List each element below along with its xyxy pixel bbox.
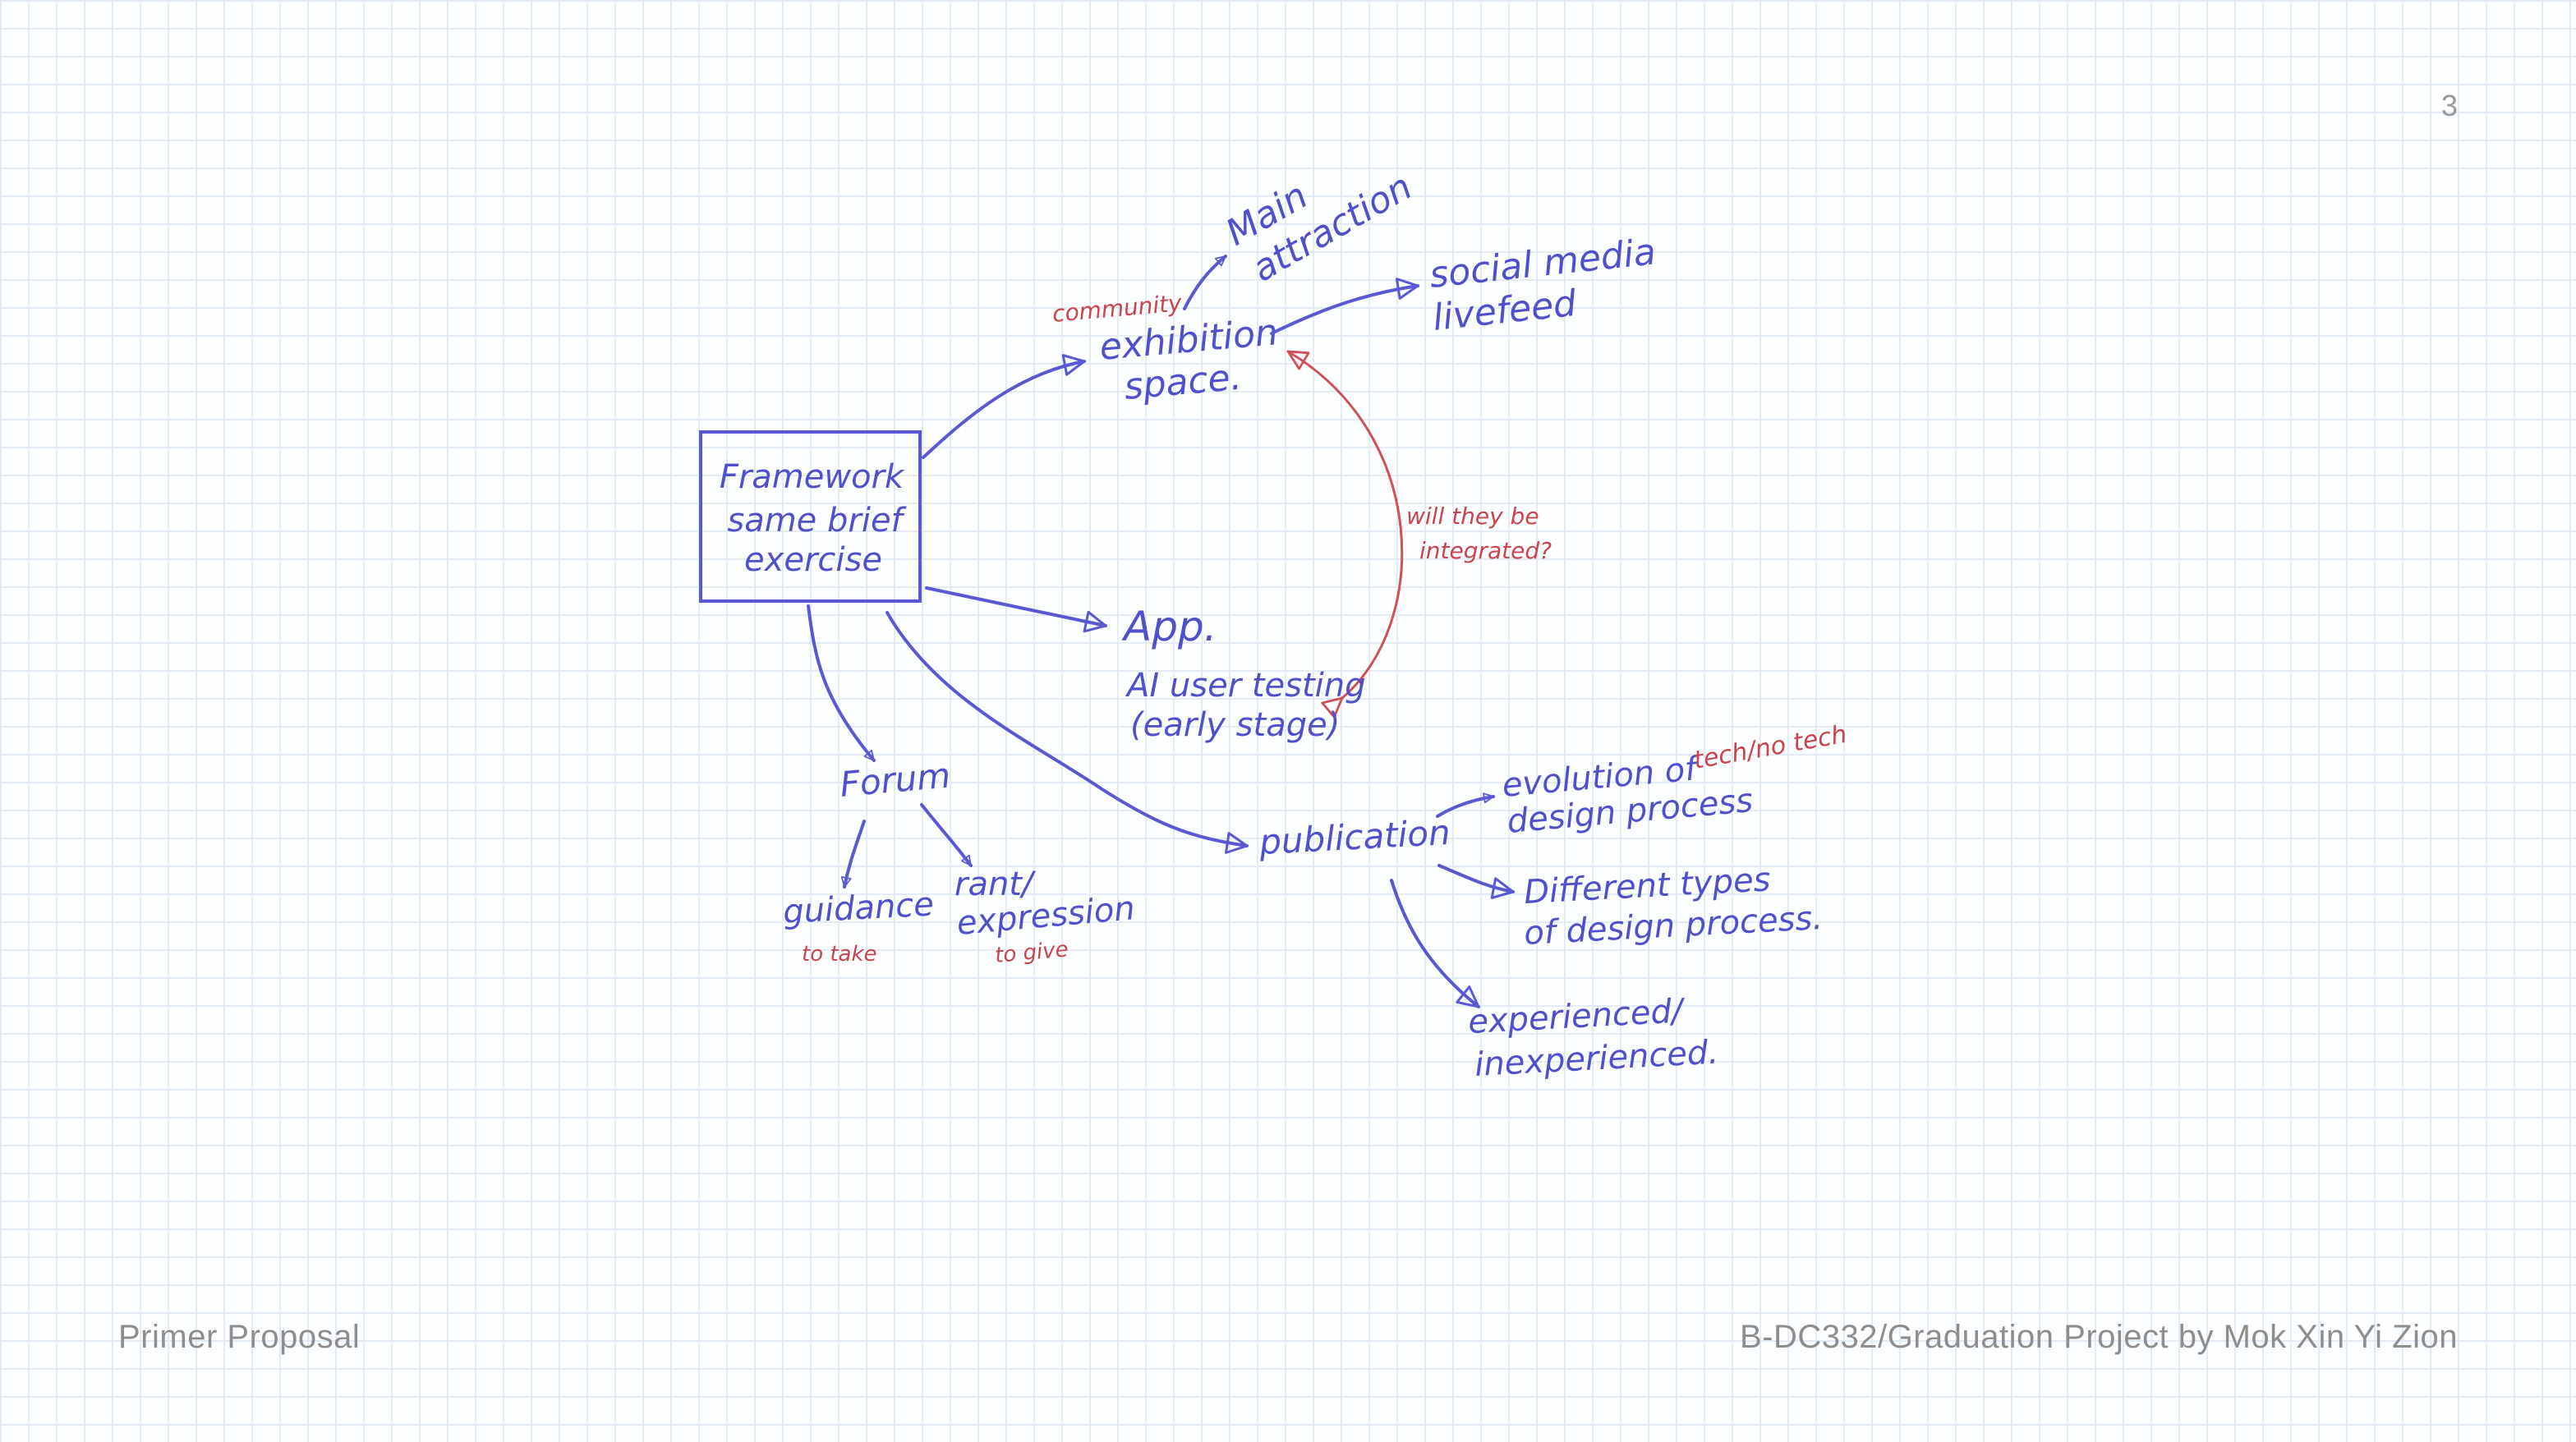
experienced-line-1: experienced/ — [1467, 992, 1687, 1041]
to-take-label: to take — [802, 942, 877, 967]
arrow-to-experienced — [1390, 879, 1480, 1008]
experienced-line-2: inexperienced. — [1474, 1034, 1719, 1084]
forum-label: Forum — [839, 755, 952, 805]
ai-testing-line-1: AI user testing — [1125, 667, 1366, 705]
arrow-to-rant — [920, 803, 973, 867]
arrow-to-app — [925, 586, 1107, 633]
tech-label: tech/no tech — [1691, 720, 1849, 775]
exhibition-text-line-2: space. — [1123, 356, 1244, 408]
guidance-label: guidance — [782, 885, 935, 931]
integrated-question-line-2: integrated? — [1419, 537, 1552, 564]
arrow-to-guidance — [840, 820, 866, 889]
arrow-to-different-types — [1438, 864, 1515, 899]
rant-line-1: rant/ — [954, 866, 1037, 903]
publication-label: publication — [1258, 812, 1451, 862]
framework-text-line-2: same brief — [727, 502, 907, 540]
arrow-to-forum — [807, 604, 876, 762]
arrow-to-exhibition — [922, 354, 1086, 459]
footer-course-title: Primer Proposal — [118, 1319, 361, 1355]
app-label: App. — [1121, 603, 1217, 650]
ai-testing-line-2: (early stage) — [1130, 706, 1340, 744]
integrated-question-line-1: will they be — [1406, 503, 1539, 530]
page-number: 3 — [2440, 89, 2458, 122]
arrow-to-evolution — [1436, 792, 1495, 818]
framework-text-line-3: exercise — [744, 541, 882, 579]
arrow-to-social-media — [1270, 278, 1419, 335]
to-give-label: to give — [994, 937, 1070, 968]
arrow-to-publication — [886, 611, 1249, 854]
framework-box — [699, 430, 922, 603]
red-integration-arrow — [1286, 350, 1404, 719]
framework-text-line-1: Framework — [720, 458, 905, 496]
arrow-to-main-attraction — [1183, 255, 1227, 310]
footer-project-credit: B-DC332/Graduation Project by Mok Xin Yi… — [1739, 1319, 2458, 1355]
